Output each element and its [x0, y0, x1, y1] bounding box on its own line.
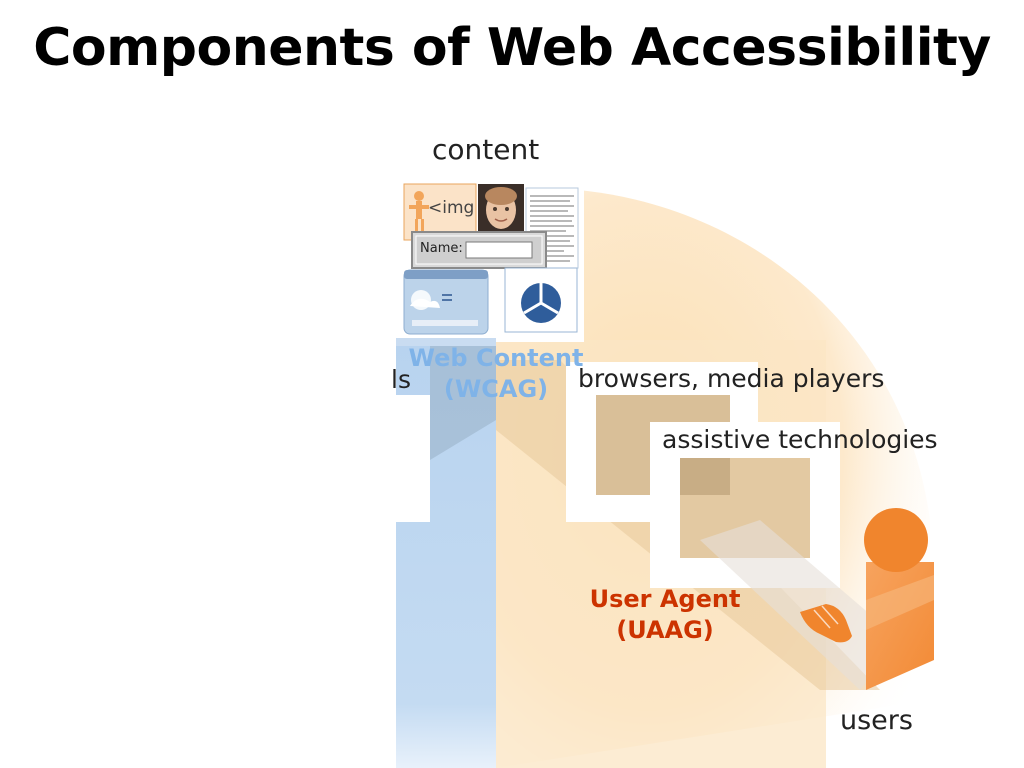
users-label: users	[840, 705, 913, 736]
assistive-beam	[700, 520, 900, 690]
form-field-label: Name:	[420, 241, 463, 256]
slide-title: Components of Web Accessibility	[33, 18, 991, 78]
uaag-caption-line2: (UAAG)	[616, 616, 714, 644]
uaag-caption: User Agent (UAAG)	[560, 584, 770, 646]
person-icon	[864, 508, 928, 572]
content-panel-blue	[396, 338, 496, 346]
uaag-caption-line1: User Agent	[589, 585, 741, 613]
user-body-shadow	[866, 575, 934, 630]
wcag-caption-line1: Web Content	[408, 344, 584, 372]
wcag-caption: Web Content (WCAG)	[396, 343, 596, 405]
tools-frame	[396, 395, 430, 522]
assistive-technologies-label: assistive technologies	[662, 425, 938, 454]
assistive-frame-overlap	[680, 458, 730, 495]
browsers-label: browsers, media players	[578, 364, 885, 393]
web-content-shadow	[430, 340, 496, 460]
html-img-tag-text: <img	[428, 198, 475, 218]
authoring-tools-label-partial: ls	[391, 365, 411, 394]
content-label: content	[432, 133, 540, 166]
wcag-caption-line2: (WCAG)	[443, 375, 549, 403]
